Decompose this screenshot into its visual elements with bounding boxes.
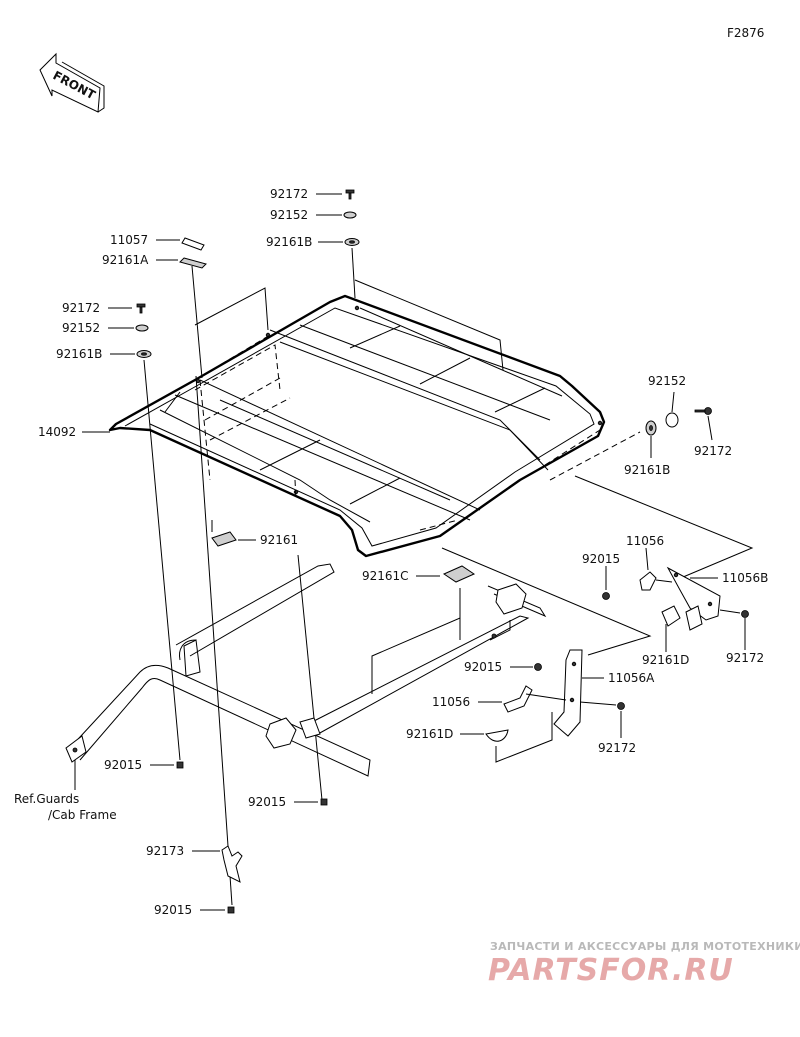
pad-92161C bbox=[442, 565, 476, 583]
diagram-id: F2876 bbox=[727, 26, 764, 40]
label-92015-b: 92015 bbox=[464, 660, 502, 674]
watermark-logo: PARTSFOR.RU bbox=[488, 953, 734, 988]
pad-92161 bbox=[211, 531, 237, 547]
watermark-line1: ЗАПЧАСТИ И АКСЕССУАРЫ ДЛЯ МОТОТЕХНИКИ bbox=[490, 940, 800, 953]
label-92015-d: 92015 bbox=[248, 795, 286, 809]
label-92161B-top: 92161B bbox=[266, 235, 312, 249]
label-92172-right: 92172 bbox=[694, 444, 732, 458]
label-92015-e: 92015 bbox=[154, 903, 192, 917]
label-92161C: 92161C bbox=[362, 569, 409, 583]
bracket-11056-a bbox=[639, 571, 657, 591]
label-92173: 92173 bbox=[146, 844, 184, 858]
clip-11057 bbox=[181, 237, 205, 251]
label-92152-top: 92152 bbox=[270, 208, 308, 222]
pad-92161D-b bbox=[485, 729, 509, 742]
pad-92161D-a bbox=[661, 605, 703, 631]
roof-panel bbox=[108, 294, 606, 558]
cab-frame bbox=[65, 563, 547, 777]
bracket-11056-b bbox=[503, 685, 533, 713]
label-92152-left: 92152 bbox=[62, 321, 100, 335]
label-92161: 92161 bbox=[260, 533, 298, 547]
bracket-11056A bbox=[553, 649, 583, 737]
label-92015-a: 92015 bbox=[582, 552, 620, 566]
label-11056A: 11056A bbox=[608, 671, 655, 685]
screw-92172-top bbox=[345, 189, 355, 200]
label-14092: 14092 bbox=[38, 425, 76, 439]
bracket-11056B bbox=[666, 566, 721, 621]
label-11056-b: 11056 bbox=[432, 695, 470, 709]
label-92161D-a: 92161D bbox=[642, 653, 689, 667]
clamp-92173 bbox=[221, 845, 243, 883]
ref-note-line1: Ref.Guards bbox=[14, 792, 79, 806]
hidden-lines bbox=[194, 334, 641, 531]
label-92172-c: 92172 bbox=[598, 741, 636, 755]
label-92161B-left: 92161B bbox=[56, 347, 102, 361]
label-92172-left: 92172 bbox=[62, 301, 100, 315]
label-92172-top: 92172 bbox=[270, 187, 308, 201]
label-11057: 11057 bbox=[110, 233, 148, 247]
screw-92172-right bbox=[694, 407, 712, 415]
front-arrow-icon: FRONT bbox=[39, 52, 105, 113]
ref-note-line2: /Cab Frame bbox=[48, 808, 117, 822]
label-11056-a: 11056 bbox=[626, 534, 664, 548]
label-92161B-right: 92161B bbox=[624, 463, 670, 477]
label-11056B: 11056B bbox=[722, 571, 768, 585]
label-92172-b: 92172 bbox=[726, 651, 764, 665]
pad-92161A bbox=[179, 257, 207, 269]
label-92161D-b: 92161D bbox=[406, 727, 453, 741]
label-92015-c: 92015 bbox=[104, 758, 142, 772]
label-92152-right: 92152 bbox=[648, 374, 686, 388]
screw-92172-left bbox=[136, 303, 146, 314]
label-92161A: 92161A bbox=[102, 253, 149, 267]
